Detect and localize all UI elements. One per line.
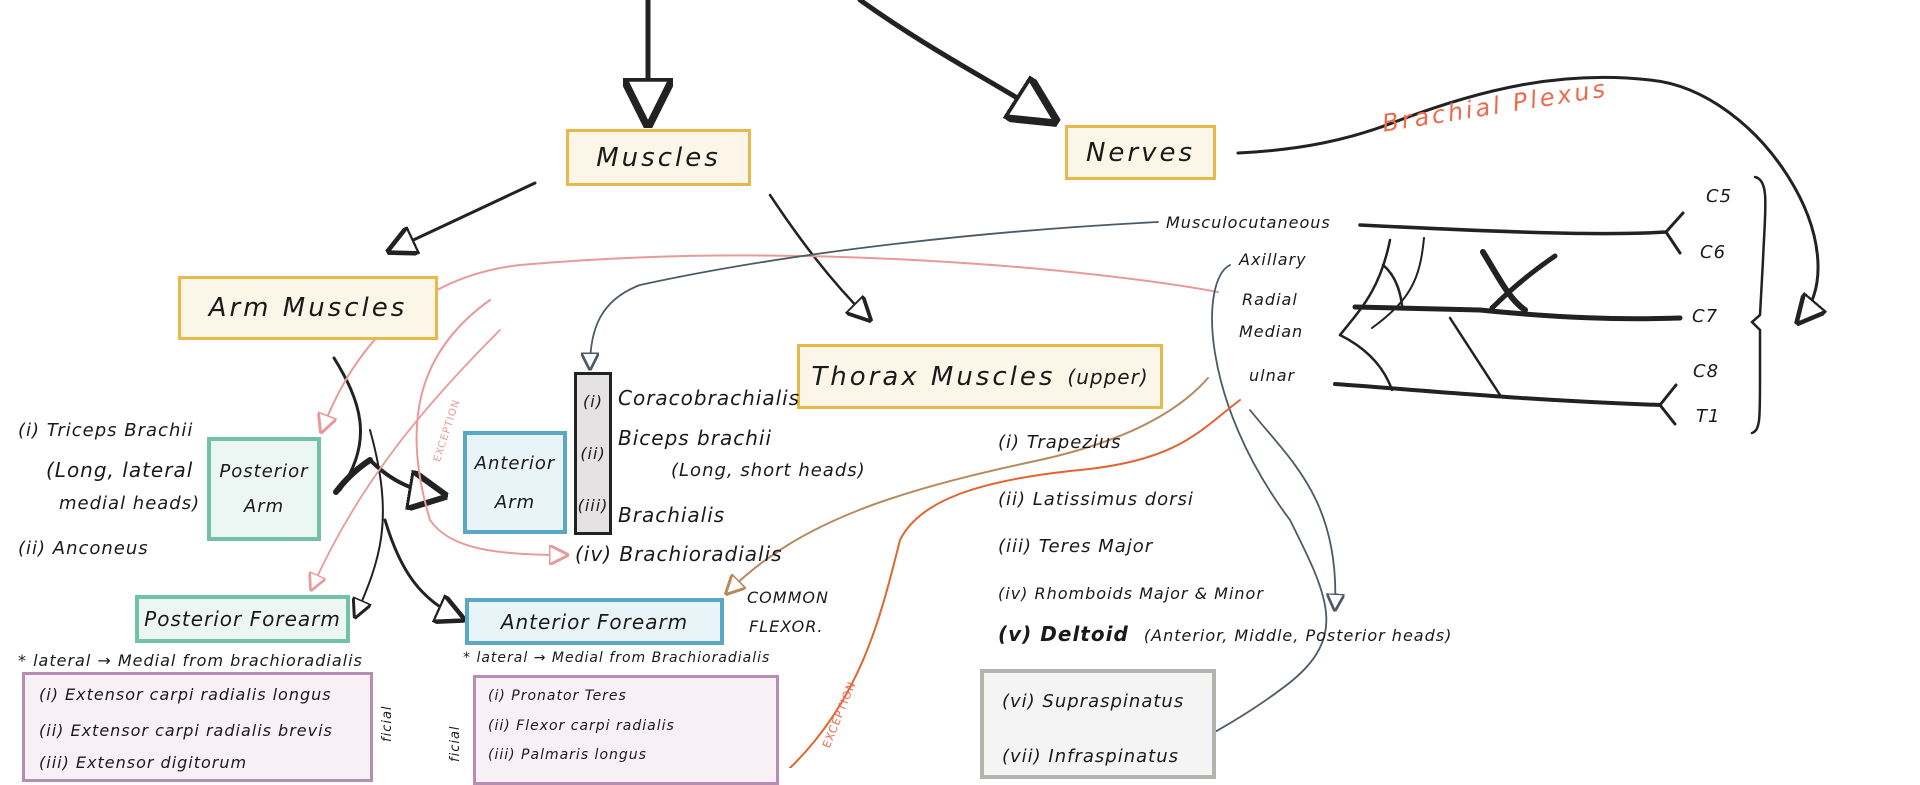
list-item: (iii) Extensor digitorum [39,753,248,772]
posterior-forearm-note: * lateral → Medial from brachioradialis [18,651,363,670]
anconeus-item: (ii) Anconeus [18,538,149,559]
nerves-label: Nerves [1085,137,1196,168]
posterior-forearm-label: Posterior Forearm [144,607,341,631]
anterior-forearm-label: Anterior Forearm [500,609,689,634]
nerve-ulnar: ulnar [1249,366,1296,385]
list-item: (iii) Palmaris longus [488,747,647,763]
triceps-heads-1: (Long, lateral [46,458,194,482]
list-item: (vii) Infraspinatus [1002,746,1179,767]
anterior-forearm-list: (i) Pronator Teres (ii) Flexor carpi rad… [473,675,779,785]
thorax-item: (iv) Rhomboids Major & Minor [998,584,1264,603]
thorax-muscles-label: Thorax Muscles [811,361,1056,392]
posterior-arm-node[interactable]: Posterior Arm [207,437,321,541]
thorax-item: (i) Trapezius [998,432,1122,453]
posterior-arm-label-1: Posterior [219,461,309,482]
root-c6: C6 [1700,242,1727,263]
numeral-iii: (iii) [577,496,609,516]
muscles-node[interactable]: Muscles [566,129,751,186]
thorax-item: (ii) Latissimus dorsi [998,489,1194,510]
root-c5: C5 [1706,186,1733,207]
brachioradialis-item: (iv) Brachioradialis [575,542,783,566]
anterior-arm-label-1: Anterior [474,452,556,474]
exception-arrows [312,221,1335,768]
thorax-item: (iii) Teres Major [998,536,1154,557]
arm-muscles-node[interactable]: Arm Muscles [178,276,438,340]
anterior-arm-node[interactable]: Anterior Arm [463,431,567,534]
thorax-muscles-node[interactable]: Thorax Muscles (upper) [797,344,1163,409]
brachialis-item: Brachialis [618,503,726,527]
list-item: (i) Extensor carpi radialis longus [39,685,332,704]
superficial-label-left: ficial [380,705,395,742]
deltoid-note: (Anterior, Middle, Posterior heads) [1143,626,1453,645]
numeral-i: (i) [583,391,603,411]
biceps-item: Biceps brachii [618,426,773,450]
anterior-arm-group-bar: (i) (ii) (iii) [574,372,612,535]
nerve-median: Median [1239,322,1304,341]
list-item: (ii) Flexor carpi radialis [488,718,675,734]
arm-muscles-label: Arm Muscles [208,293,408,323]
nerve-axillary: Axillary [1239,250,1307,269]
muscles-label: Muscles [596,142,721,173]
list-item: (ii) Extensor carpi radialis brevis [39,721,333,740]
anterior-forearm-node[interactable]: Anterior Forearm [465,598,724,645]
root-c8: C8 [1693,361,1720,382]
root-c7: C7 [1692,306,1719,327]
root-t1: T1 [1696,406,1721,427]
nerve-paths [1236,75,1818,435]
hierarchy-arrows [332,0,1050,618]
common-flexor-2: FLEXOR. [749,617,824,636]
deltoid-item: (v) Deltoid (Anterior, Middle, Posterior… [998,622,1452,646]
biceps-note: (Long, short heads) [671,460,866,481]
list-item: (vi) Supraspinatus [1002,691,1185,712]
rotator-cuff-group: (vi) Supraspinatus (vii) Infraspinatus [980,669,1216,779]
posterior-arm-label-2: Arm [243,496,285,517]
triceps-item: (i) Triceps Brachii [18,420,194,441]
posterior-forearm-node[interactable]: Posterior Forearm [135,595,350,643]
connector-lines [0,0,1920,768]
list-item: (i) Pronator Teres [488,688,627,704]
deltoid-name: (v) Deltoid [998,622,1129,646]
nerve-radial: Radial [1242,290,1298,309]
nerve-musculocutaneous: Musculocutaneous [1166,213,1331,232]
triceps-heads-2: medial heads) [59,493,201,514]
numeral-ii: (ii) [580,443,606,463]
common-flexor-1: COMMON [747,588,829,607]
anterior-arm-label-2: Arm [494,491,536,513]
coracobrachialis-item: Coracobrachialis [618,386,801,410]
anterior-forearm-note: * lateral → Medial from Brachioradialis [463,650,771,666]
posterior-forearm-list: (i) Extensor carpi radialis longus (ii) … [22,672,373,782]
superficial-label-right: ficial [448,725,463,762]
thorax-qualifier: (upper) [1067,364,1149,389]
nerves-node[interactable]: Nerves [1065,125,1216,180]
